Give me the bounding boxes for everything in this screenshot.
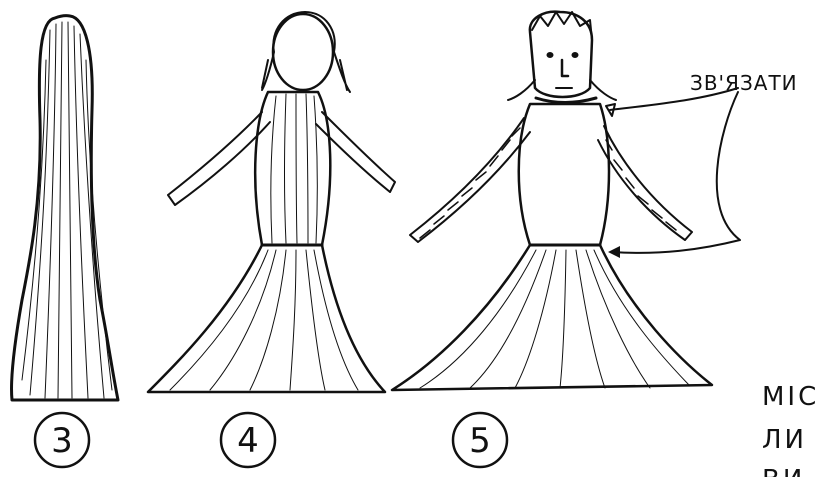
figure-5-doll: [392, 12, 712, 390]
figure-4-hair: [262, 12, 350, 92]
side-text-line-1: МІС: [762, 382, 819, 412]
tie-arrow-to-waist: [612, 92, 740, 253]
figure-5-body: [519, 104, 609, 245]
figure-5-skirt: [392, 245, 712, 390]
svg-text:4: 4: [237, 421, 259, 461]
figure-5-skirt-strands: [420, 250, 690, 388]
svg-text:5: 5: [469, 421, 491, 461]
figure-4-skirt-strands: [170, 250, 358, 390]
figure-5-right-braided-arm: [598, 126, 692, 240]
figure-4-body-strands: [271, 94, 318, 243]
figure-4-doll: [148, 12, 395, 392]
svg-text:3: 3: [51, 421, 73, 461]
figure-3-straw-bundle: [12, 16, 118, 400]
step-number-5: 5: [453, 413, 507, 467]
side-text: МІС ЛИ ВИ: [762, 382, 819, 477]
side-text-line-3: ВИ: [762, 465, 805, 477]
tie-annotation: ЗВ'ЯЗАТИ: [606, 71, 798, 258]
figure-4-skirt: [148, 245, 385, 392]
figure-5-face: [547, 52, 579, 88]
figure-5-hair-top: [532, 12, 592, 40]
step-number-4: 4: [221, 413, 275, 467]
side-text-line-2: ЛИ: [762, 425, 807, 455]
figure-5-neck-tie: [536, 98, 596, 103]
figure-5-left-braided-arm: [410, 118, 530, 242]
tie-label: ЗВ'ЯЗАТИ: [690, 71, 798, 95]
step-number-3: 3: [35, 413, 89, 467]
figure-4-body: [255, 92, 330, 245]
figure-4-head: [273, 14, 333, 90]
